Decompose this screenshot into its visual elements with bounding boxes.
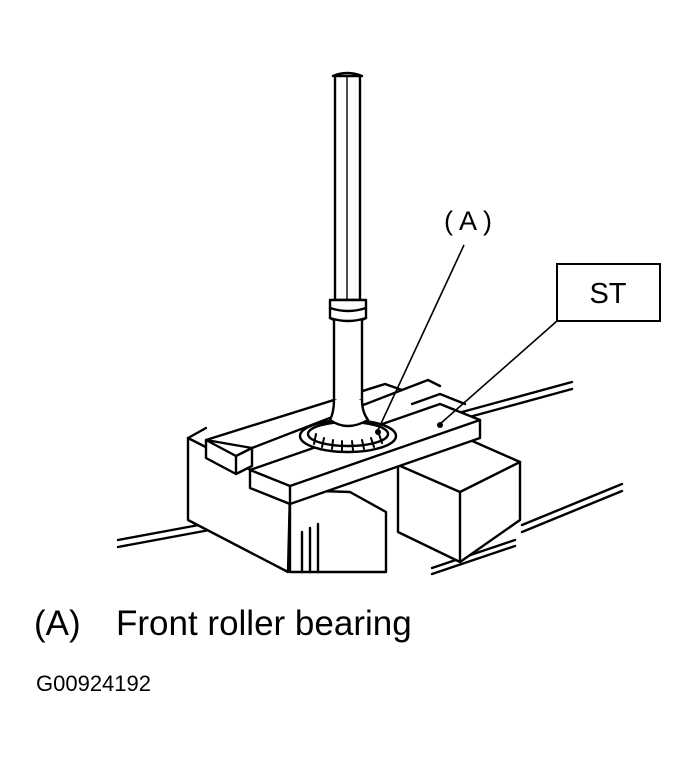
callout-a: ( A ) (375, 206, 492, 435)
legend: (A) Front roller bearing (34, 604, 412, 644)
figure-id: G00924192 (36, 671, 151, 696)
base-rails (116, 380, 624, 576)
shaft (328, 71, 370, 428)
callout-st-box (556, 263, 661, 322)
callout-st: ST (437, 263, 661, 428)
callout-a-label: ( A ) (444, 206, 492, 236)
legend-text: Front roller bearing (116, 604, 412, 643)
callout-st-label: ST (589, 278, 626, 310)
press-bed (186, 426, 522, 574)
special-tool-plate (248, 378, 482, 506)
legend-key: (A) (34, 604, 81, 643)
